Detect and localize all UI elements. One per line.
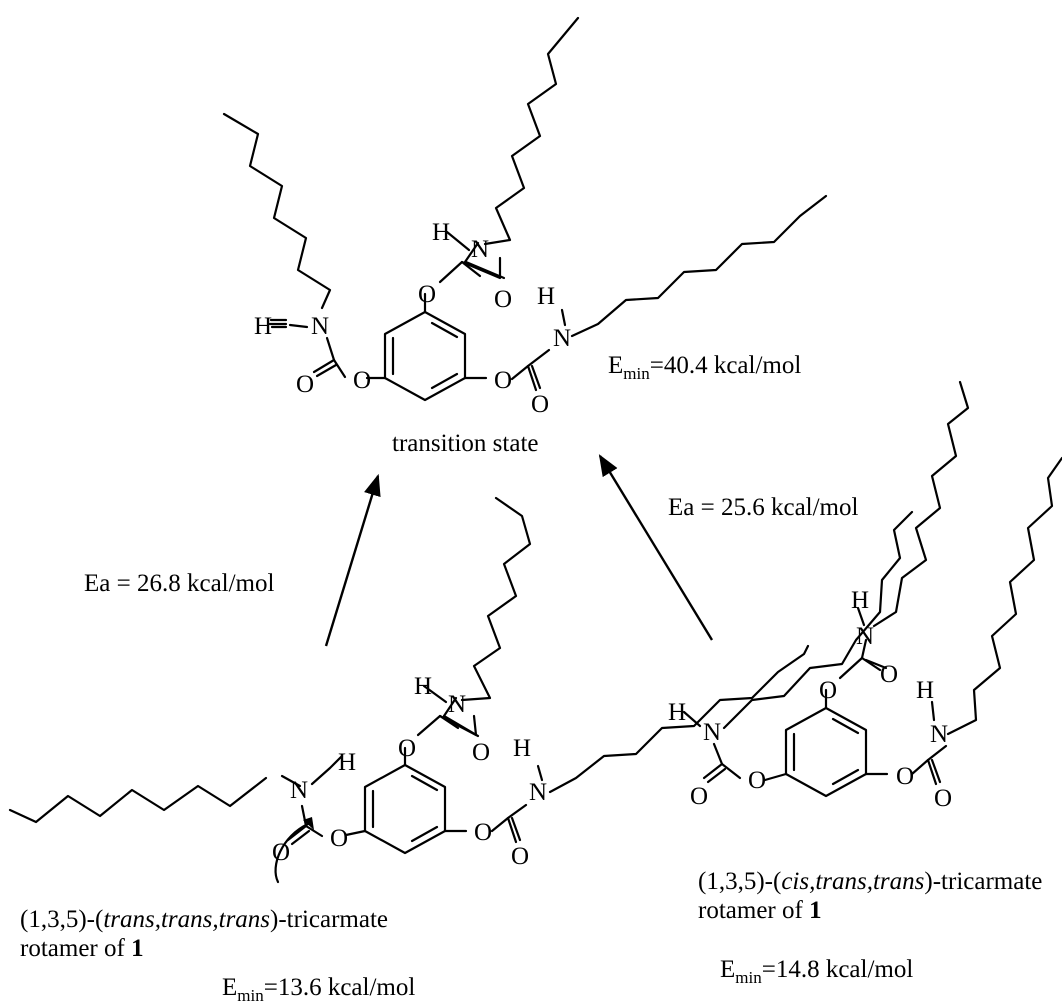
ctt-right-oxygen-2: O [934, 785, 952, 812]
ts-energy-label: Emin=40.4 kcal/mol [608, 352, 802, 383]
ts-left-carbamate: O O N H [222, 112, 387, 398]
ttt-rotamer-molecule: O O N H O O N H O O N H [8, 496, 810, 884]
ts-top-hydrogen: H [432, 219, 450, 246]
ttt-right-oxygen-1: O [474, 819, 492, 846]
ts-benzene-ring [383, 310, 467, 402]
ttt-left-oxygen-1: O [330, 825, 348, 852]
ts-top-oxygen-2: O [494, 286, 512, 313]
right-reaction-arrow [598, 454, 714, 641]
ttt-left-hydrogen: H [338, 749, 356, 776]
ctt-top-oxygen-2: O [880, 661, 898, 688]
ctt-right-nitrogen: N [930, 721, 948, 748]
ts-top-carbamate: O O N H [418, 16, 580, 314]
ttt-top-oxygen-1: O [398, 735, 416, 762]
ttt-right-hydrogen: H [513, 735, 531, 762]
ctt-left-oxygen-1: O [748, 767, 766, 794]
ctt-right-oxygen-1: O [896, 763, 914, 790]
ctt-right-hydrogen: H [916, 677, 934, 704]
ttt-top-oxygen-2: O [472, 739, 490, 766]
ttt-left-oxygen-2: O [272, 839, 290, 866]
ctt-top-hydrogen: H [851, 587, 869, 614]
ts-left-oxygen-1: O [353, 367, 371, 394]
ts-right-nitrogen: N [553, 325, 571, 352]
ts-right-carbamate: O O N H [463, 194, 828, 418]
ts-left-nitrogen: N [311, 313, 329, 340]
ttt-rotamer-name: (1,3,5)-(trans,trans,trans)-tricarmate r… [20, 906, 388, 962]
ttt-top-nitrogen: N [448, 691, 466, 718]
ctt-left-hydrogen: H [668, 699, 686, 726]
ctt-rotamer-name: (1,3,5)-(cis,trans,trans)-tricarmate rot… [698, 868, 1043, 924]
left-reaction-arrow [324, 473, 381, 647]
right-arrow-label: Ea = 25.6 kcal/mol [668, 494, 859, 521]
ts-caption: transition state [392, 430, 539, 457]
ts-left-oxygen-2: O [296, 371, 314, 398]
ts-right-oxygen-1: O [494, 367, 512, 394]
ctt-energy-label: Emin=14.8 kcal/mol [720, 956, 914, 987]
ctt-left-nitrogen: N [703, 719, 721, 746]
ttt-energy-label: Emin=13.6 kcal/mol [222, 974, 416, 1005]
left-arrow-label: Ea = 26.8 kcal/mol [84, 570, 275, 597]
ctt-left-oxygen-2: O [690, 783, 708, 810]
ts-right-oxygen-2: O [531, 391, 549, 418]
ttt-top-hydrogen: H [414, 673, 432, 700]
ts-top-nitrogen: N [471, 236, 489, 263]
transition-state-molecule: O O N H O O N H O O N [222, 16, 828, 418]
ttt-right-nitrogen: N [529, 779, 547, 806]
ttt-right-oxygen-2: O [511, 843, 529, 870]
ts-top-oxygen-1: O [418, 281, 436, 308]
ts-right-hydrogen: H [537, 283, 555, 310]
ctt-top-oxygen-1: O [819, 677, 837, 704]
ctt-rotamer-molecule: O O N H O O N H O O N H [668, 380, 1062, 812]
ttt-left-nitrogen: N [290, 777, 308, 804]
ctt-top-nitrogen: N [856, 623, 874, 650]
ts-left-hydrogen: H [254, 313, 272, 340]
